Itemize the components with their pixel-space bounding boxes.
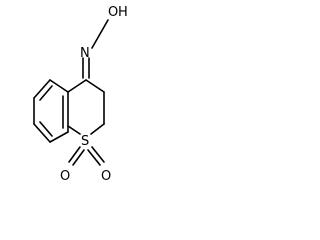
double-bond-s-o-right-a [91, 146, 105, 163]
bond-c6-c7 [33, 123, 51, 143]
atom-label-o-sulfone-right: O [101, 169, 111, 184]
atom-label-h-hydroxyl: H [118, 5, 128, 20]
atom-label-n: N [80, 46, 90, 61]
atom-label-o-hydroxyl: O [108, 5, 118, 20]
bond-n-o [91, 19, 109, 49]
double-bond-inner-upper [39, 85, 53, 101]
atom-label-o-sulfone-left: O [60, 169, 70, 184]
structure-diagram: N O H S O O [0, 0, 159, 184]
double-bond-inner-lower [39, 121, 53, 137]
bond-c2-s [90, 123, 105, 135]
molecule-drawing: N O H S O O [33, 5, 128, 184]
bond-c4-c3 [85, 79, 105, 93]
double-bond-s-o-right-b [87, 149, 101, 166]
bond-s-c8a [67, 125, 81, 135]
bond-c7-c8 [49, 131, 69, 143]
bond-c8a-c4a [49, 79, 69, 93]
bond-c4a-c4 [67, 79, 87, 93]
double-bond-s-o-left-a [68, 146, 81, 163]
bond-c4a-c5 [33, 79, 51, 99]
double-bond-s-o-left-b [72, 149, 85, 166]
atom-label-s: S [81, 134, 89, 149]
